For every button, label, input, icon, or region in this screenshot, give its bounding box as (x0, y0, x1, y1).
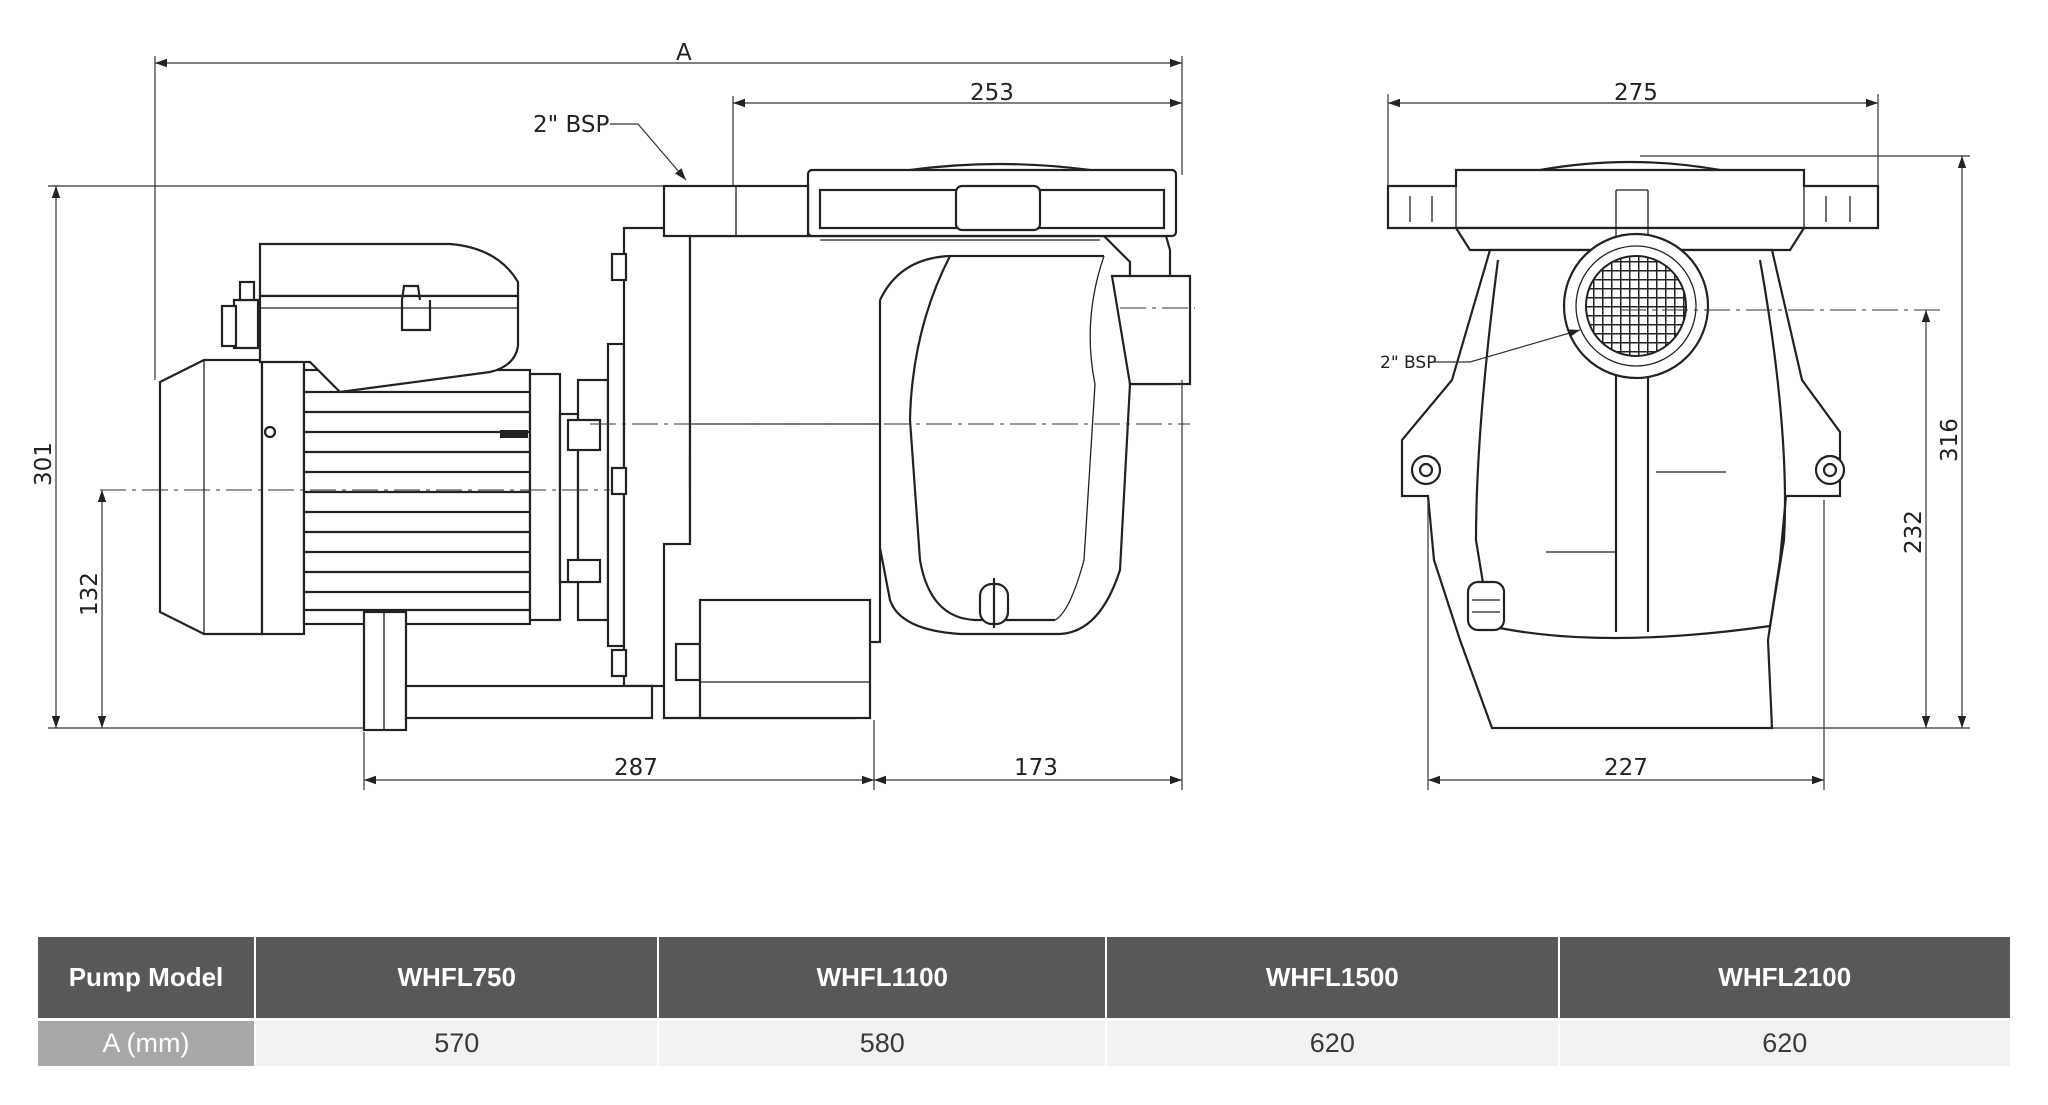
mounting-hole (1814, 454, 1846, 486)
mounting-hole (1410, 454, 1442, 486)
table-cell: 620 (1107, 1018, 1558, 1066)
pump-model-table: Pump Model WHFL750 WHFL1100 WHFL1500 WHF… (36, 937, 2012, 1066)
strainer-pot (806, 162, 1192, 386)
front-inlet-port (1562, 232, 1710, 380)
header-model: WHFL750 (256, 937, 658, 1018)
inlet-port-label: 2" BSP (533, 112, 609, 138)
header-model: WHFL2100 (1559, 937, 2010, 1018)
dim-total-height: 301 (31, 442, 57, 486)
dim-port-height: 232 (1901, 510, 1927, 554)
controller-box (220, 242, 520, 394)
table-cell: 570 (256, 1018, 658, 1066)
dim-flange-width: 275 (1614, 80, 1658, 106)
drain-plug (978, 578, 1010, 628)
front-view: 275 316 232 227 2" BSP (1380, 80, 1970, 790)
row-label-a-mm: A (mm) (38, 1018, 254, 1066)
motor-end-cap (158, 358, 264, 636)
header-pump-model: Pump Model (38, 937, 254, 1018)
header-model: WHFL1500 (1107, 937, 1558, 1018)
motor-fins (304, 390, 530, 612)
motor-coupling (528, 342, 626, 648)
pump-dimension-drawing: A 253 2" BSP 301 132 287 173 (31, 40, 1970, 790)
inlet-port (662, 184, 810, 238)
dim-overall-length: A (676, 40, 692, 66)
side-view: A 253 2" BSP 301 132 287 173 (31, 40, 1195, 790)
table-row: A (mm) 570 580 620 620 (38, 1018, 2010, 1066)
motor-body (302, 368, 532, 626)
front-port-label: 2" BSP (1380, 353, 1436, 373)
dim-base-length: 287 (614, 755, 658, 781)
header-model: WHFL1100 (659, 937, 1106, 1018)
dim-inlet-to-front: 253 (970, 80, 1014, 106)
dim-base-width: 227 (1604, 755, 1648, 781)
dim-front-total-height: 316 (1937, 418, 1963, 462)
table-cell: 580 (659, 1018, 1106, 1066)
dim-front-length: 173 (1014, 755, 1058, 781)
table-header-row: Pump Model WHFL750 WHFL1100 WHFL1500 WHF… (38, 937, 2010, 1018)
pump-housing (662, 234, 1132, 720)
motor-base (362, 610, 654, 732)
table-cell: 620 (1559, 1018, 2010, 1066)
dim-shaft-height: 132 (77, 572, 103, 616)
